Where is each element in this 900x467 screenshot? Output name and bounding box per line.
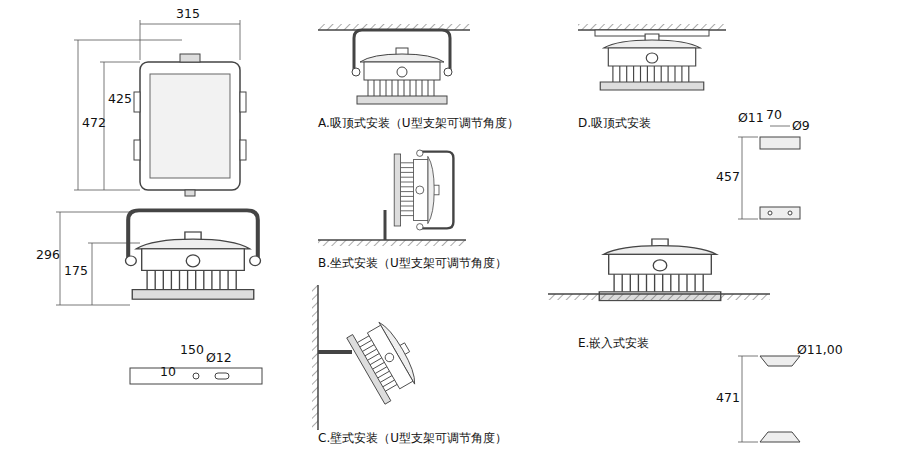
hole-diameter: Ø11 [738, 112, 764, 125]
installation-caption: D.吸顶式安装 [578, 117, 651, 129]
installation-caption: A.吸顶式安装（U型支架可调节角度） [318, 117, 519, 129]
dimension-number: 10 [160, 366, 176, 379]
installation-caption: C.壁式安装（U型支架可调节角度） [318, 432, 507, 444]
dimension-number: 471 [716, 392, 740, 405]
installation-caption: E.嵌入式安装 [578, 337, 649, 349]
dimension-number: 472 [82, 117, 106, 130]
dimension-number: 457 [716, 171, 740, 184]
hole-diameter: Ø12 [206, 352, 232, 365]
hole-diameter: Ø9 [792, 120, 810, 133]
dimension-number: 70 [766, 109, 782, 122]
dimension-number: 150 [180, 344, 204, 357]
dimension-number: 315 [176, 8, 200, 21]
installation-caption: B.坐式安装（U型支架可调节角度） [318, 257, 507, 269]
dimension-number: 425 [108, 93, 132, 106]
dimension-number: 296 [36, 249, 60, 262]
dimension-number: 175 [64, 265, 88, 278]
hole-diameter: Ø11,00 [797, 344, 843, 357]
